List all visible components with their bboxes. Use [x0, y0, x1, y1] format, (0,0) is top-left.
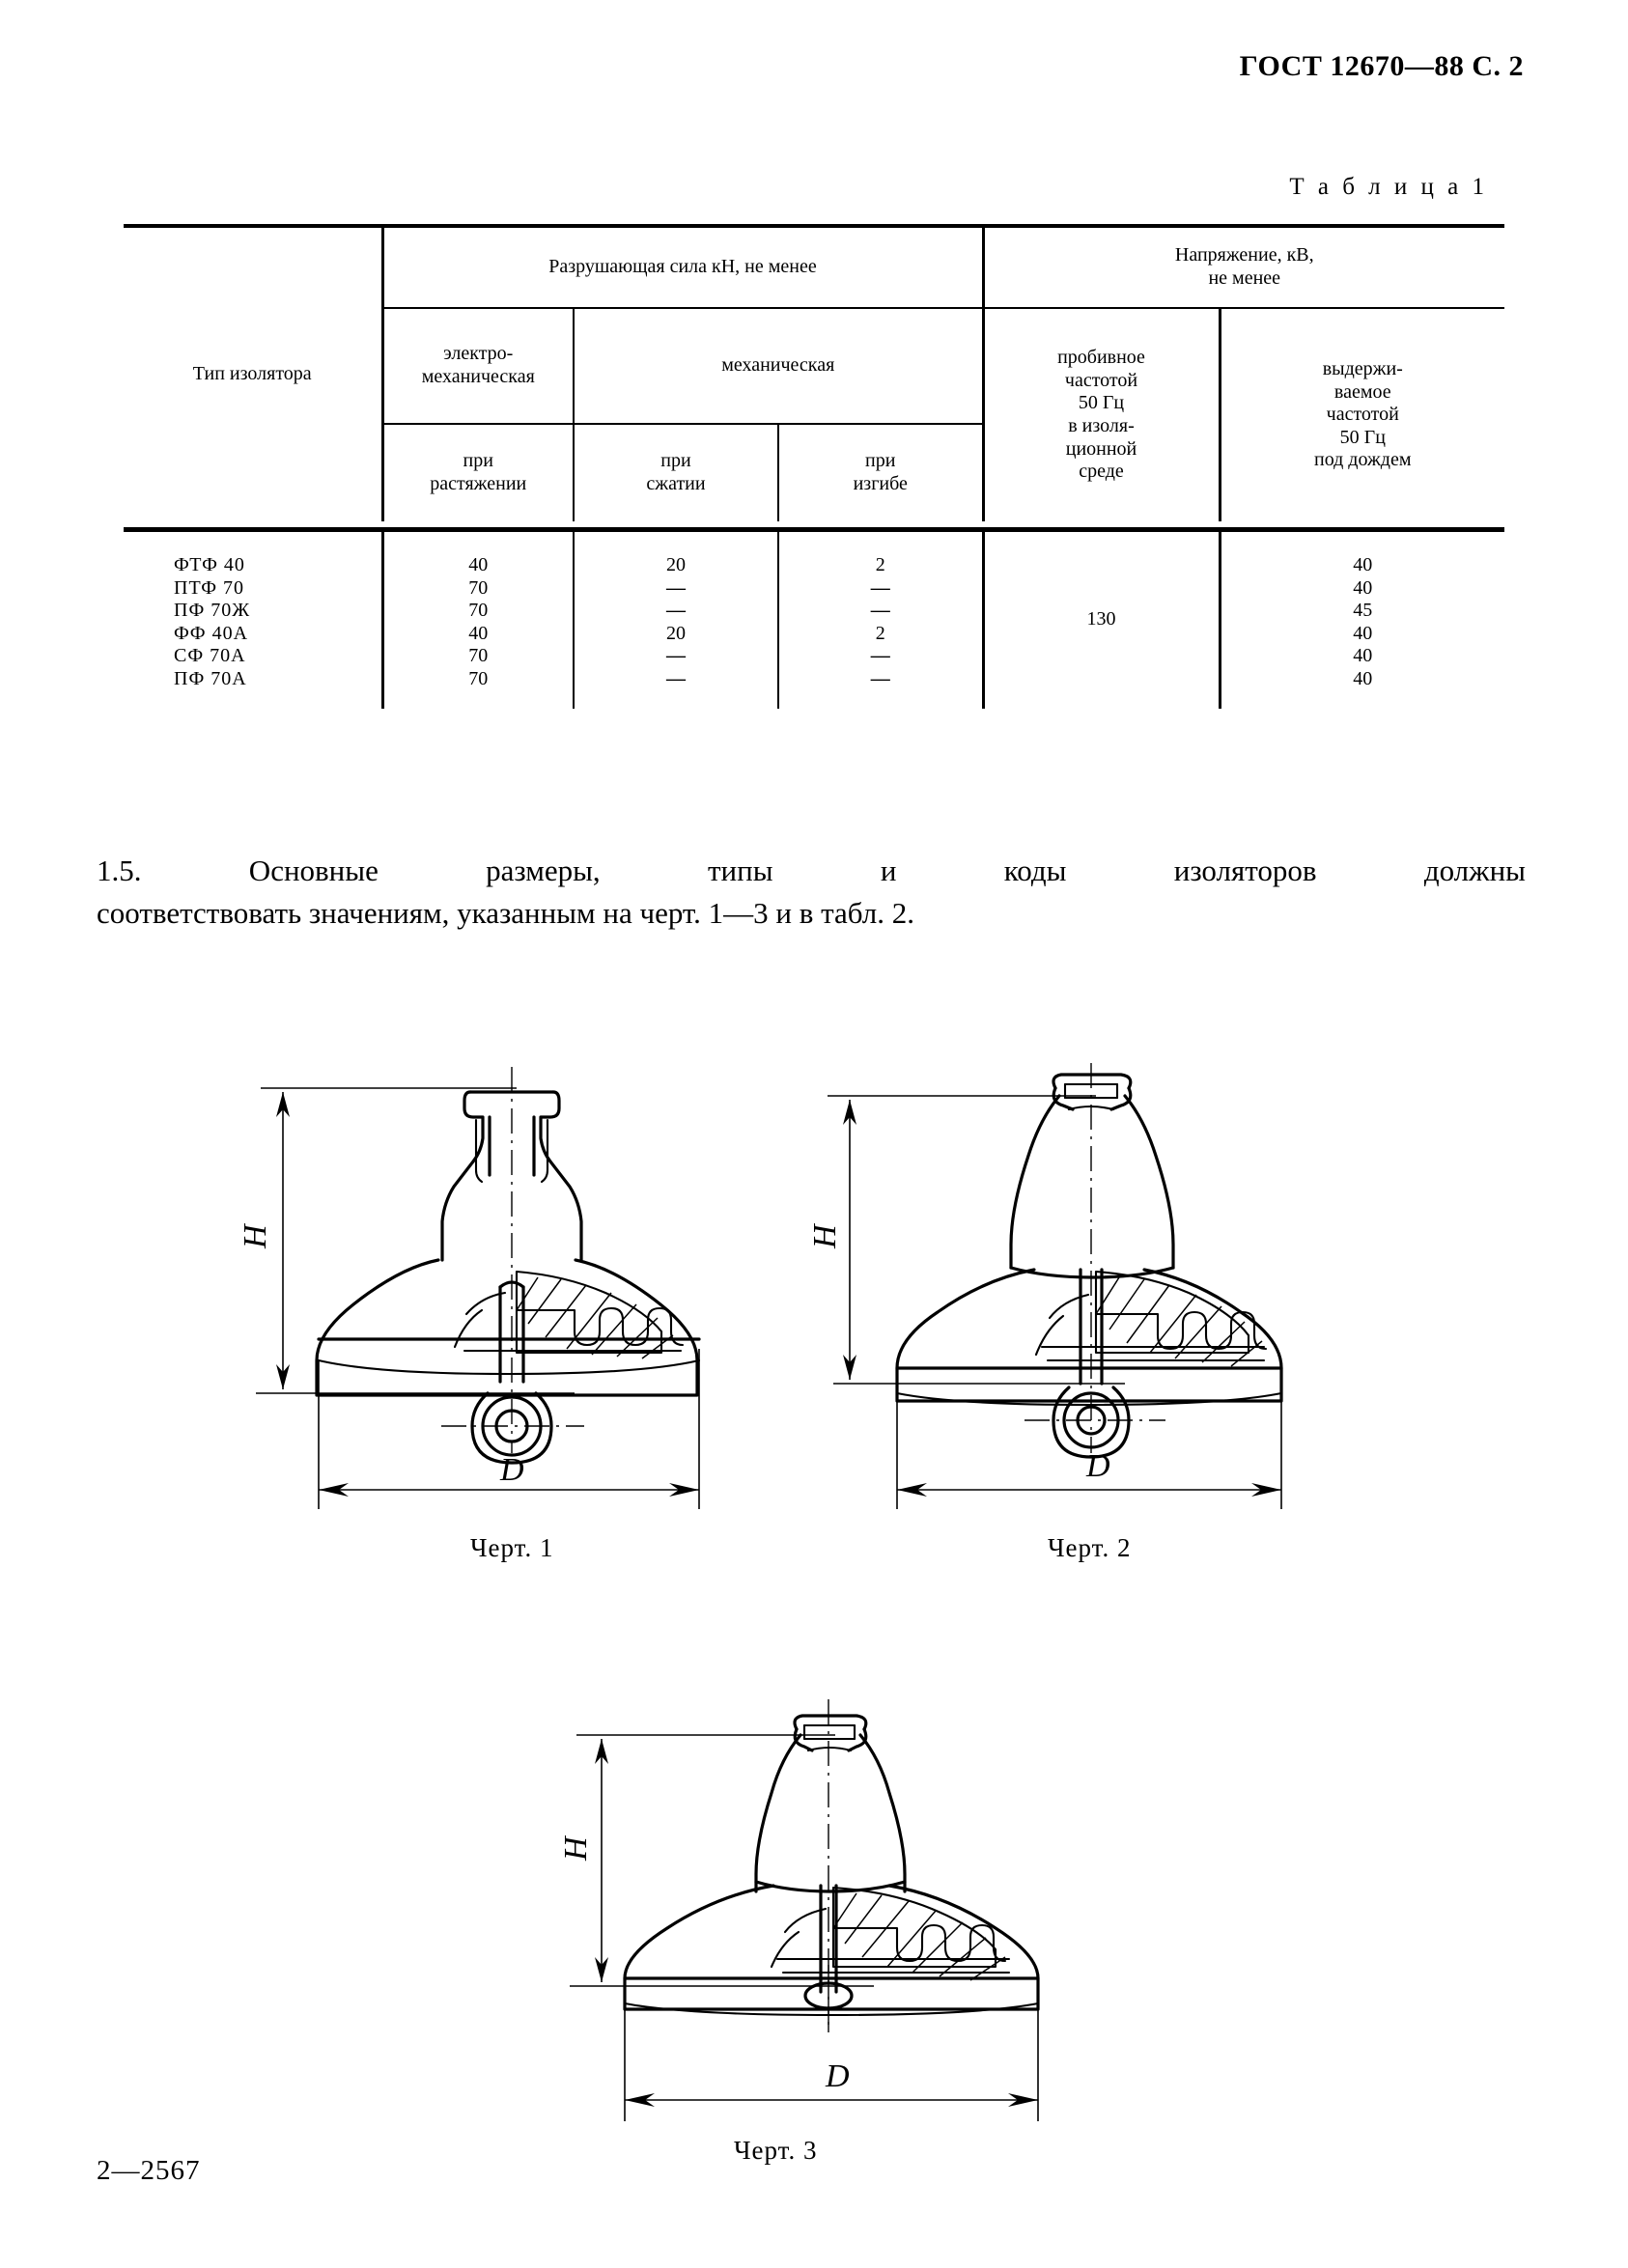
cell-withstand: 40 [1218, 667, 1505, 709]
cell-tension: 70 [380, 576, 574, 601]
cell-type: ПФ 70Ж [174, 600, 251, 622]
header-cell-type: Тип изолятора [192, 363, 312, 385]
cell-compression: 20 [573, 529, 778, 577]
dim-label-H: H [238, 1222, 273, 1249]
table-1: Тип изолятора Разрушающая сила кН, не ме… [124, 224, 1505, 709]
dim-label-D: D [1085, 1448, 1110, 1484]
header-cell-puncture-50hz: пробивное частотой 50 Гц в изоля- ционно… [981, 307, 1220, 521]
cell-bending: — [777, 576, 983, 601]
cell-puncture-value: 130 [981, 529, 1220, 709]
table-row: СФ 70А 70 — — 40 [124, 645, 1505, 668]
cell-withstand: 40 [1218, 576, 1505, 601]
cell-tension: 70 [380, 667, 574, 709]
figure-2-drawing: H [806, 1028, 1308, 1521]
figure-2-caption: Черт. 2 [1048, 1533, 1132, 1562]
table-row: ФТФ 40 40 20 2 130 40 [124, 529, 1505, 709]
cell-withstand: 40 [1218, 645, 1505, 668]
cell-tension: 70 [380, 600, 574, 623]
footer-signature-code: 2—2567 [97, 2155, 201, 2186]
cell-bending: — [777, 600, 983, 623]
cell-bending: 2 [777, 529, 983, 577]
cell-type: ПФ 70А [174, 667, 247, 689]
cell-compression: — [573, 667, 778, 709]
header-cell-electromechanical: электро- механическая [380, 307, 574, 424]
dim-label-D: D [499, 1452, 524, 1488]
paragraph-1-5: 1.5. Основные размеры, типы и коды изоля… [97, 850, 1526, 935]
cell-compression: 20 [573, 622, 778, 646]
header-cell-at-bending: при изгибе [777, 423, 983, 521]
cell-type: ПТФ 70 [174, 576, 245, 599]
table-row: ПФ 70А 70 — — 40 [124, 667, 1505, 709]
dim-label-D: D [825, 2058, 850, 2094]
cell-withstand: 45 [1218, 600, 1505, 623]
paragraph-line-1: 1.5. Основные размеры, типы и коды изоля… [97, 854, 1526, 887]
cell-type: ФФ 40А [174, 622, 249, 644]
figure-3-caption: Черт. 3 [734, 2136, 818, 2165]
cell-tension: 40 [380, 622, 574, 646]
cell-compression: — [573, 600, 778, 623]
cell-type: СФ 70А [174, 645, 246, 667]
header-cell-mechanical: механическая [573, 307, 983, 424]
dim-label-H: H [558, 1834, 594, 1862]
table-caption: Т а б л и ц а 1 [1289, 174, 1488, 200]
cell-withstand: 40 [1218, 622, 1505, 646]
paragraph-line-2: соответствовать значениям, указанным на … [97, 896, 915, 931]
figure-1-caption: Черт. 1 [470, 1533, 554, 1562]
cell-bending: 2 [777, 622, 983, 646]
cell-bending: — [777, 645, 983, 668]
table-header-row-conditions: при растяжении при сжатии при изгибе [124, 423, 1504, 521]
figure-1-drawing: H [227, 1028, 729, 1521]
dim-label-H: H [807, 1222, 843, 1249]
header-cell-at-compression: при сжатии [573, 423, 778, 521]
header-cell-withstand-50hz-rain: выдержи- ваемое частотой 50 Гц под дожде… [1218, 307, 1505, 521]
cell-tension: 70 [380, 645, 574, 668]
header-cell-at-tension: при растяжении [380, 423, 574, 521]
page-header-standard-ref: ГОСТ 12670—88 С. 2 [1239, 50, 1524, 82]
cell-tension: 40 [380, 529, 574, 577]
table-row: ПТФ 70 70 — — 40 [124, 576, 1505, 601]
figure-3-drawing: H [526, 1646, 1096, 2139]
table-header-bottom-rule [124, 521, 1505, 531]
cell-bending: — [777, 667, 983, 709]
cell-compression: — [573, 576, 778, 601]
header-cell-breaking-force: Разрушающая сила кН, не менее [380, 226, 983, 308]
table-header-row-subgroups: электро- механическая механическая проби… [124, 307, 1505, 521]
header-cell-voltage: Напряжение, кВ, не менее [981, 226, 1505, 308]
cell-compression: — [573, 645, 778, 668]
table-row: ФФ 40А 40 20 2 40 [124, 622, 1505, 646]
table-header-row-groups: Тип изолятора Разрушающая сила кН, не ме… [124, 226, 1505, 384]
table-row: ПФ 70Ж 70 — — 45 [124, 600, 1505, 623]
cell-withstand: 40 [1218, 529, 1505, 577]
cell-type: ФТФ 40 [174, 554, 245, 575]
